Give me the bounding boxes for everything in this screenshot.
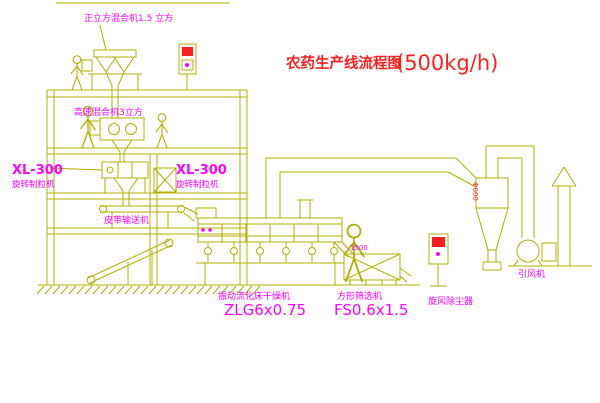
label-cyclone-dia: Φ600 xyxy=(471,182,479,201)
label-granulator-left-type: 旋转制粒机 xyxy=(12,179,55,190)
building-structure xyxy=(46,89,248,285)
sieving-machine xyxy=(343,253,412,285)
worker-ground xyxy=(342,223,366,283)
exhaust-stack xyxy=(551,166,577,266)
label-granulator-left-model: XL-300 xyxy=(12,163,63,178)
label-sieve-model: FS0.6x1.5 xyxy=(334,301,408,319)
label-dryer-model: ZLG6x0.75 xyxy=(224,301,306,319)
belt-conveyor xyxy=(99,205,199,228)
worker-level2-right xyxy=(155,113,169,149)
label-sieve-name: 方形筛选机 xyxy=(337,290,382,302)
ground-line xyxy=(36,284,420,295)
label-cyclone: 旋风除尘器 xyxy=(428,295,473,307)
fluid-bed-dryer xyxy=(195,199,355,285)
granulator-mid xyxy=(153,167,177,193)
inclined-conveyor xyxy=(86,238,174,285)
control-panel-lower xyxy=(428,233,449,287)
worker-roof xyxy=(70,55,84,91)
exhaust-duct xyxy=(265,157,477,218)
label-granulator-mid-type: 旋转制粒机 xyxy=(176,179,219,190)
label-high-speed-mixer: 高速混合机3立方 xyxy=(74,106,143,118)
title-name: 农药生产线流程图 xyxy=(285,54,402,72)
cyclone-dust-collector xyxy=(475,146,509,271)
diagram-title: 农药生产线流程图 (500kg/h) xyxy=(285,51,498,75)
label-fan: 引风机 xyxy=(518,268,545,280)
control-panel-upper xyxy=(178,43,197,91)
title-capacity: (500kg/h) xyxy=(396,51,498,75)
high-speed-mixer xyxy=(89,117,145,162)
labels: 正立方混合机1.5 立方 高速混合机3立方 XL-300 旋转制粒机 XL-30… xyxy=(12,12,545,319)
granulator-leader-line xyxy=(49,167,103,171)
label-cube-mixer: 正立方混合机1.5 立方 xyxy=(84,12,173,24)
label-granulator-mid-model: XL-300 xyxy=(176,163,227,178)
cube-mixer xyxy=(81,24,142,118)
induced-draft-fan xyxy=(508,239,592,267)
fan-suction-pipe xyxy=(486,145,535,238)
label-belt-conveyor: 皮带输送机 xyxy=(104,214,149,226)
label-sieve-dim: 1500 xyxy=(350,244,368,252)
label-dryer-name: 振动流化床干燥机 xyxy=(218,290,290,302)
